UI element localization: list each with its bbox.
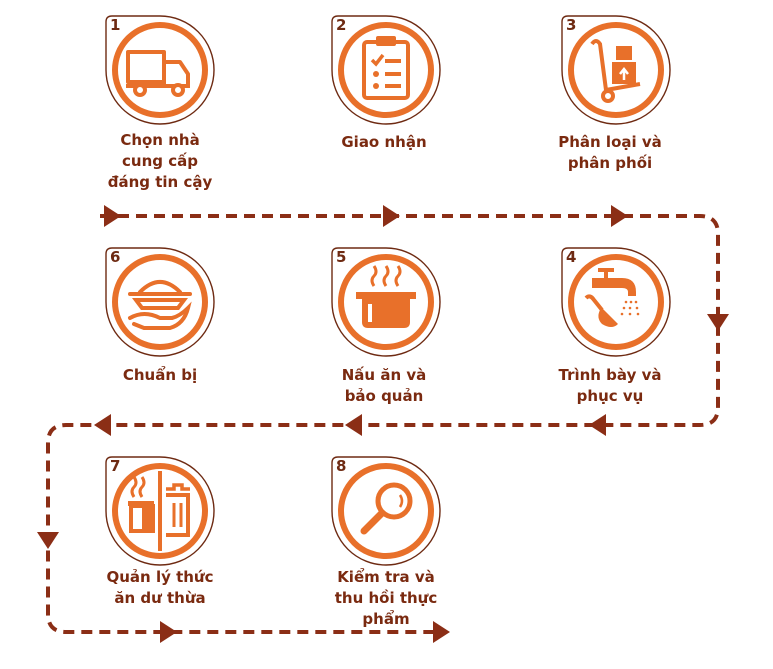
step-4-label: Trình bày và phục vụ: [558, 366, 662, 405]
step-4-presentation-service: 4: [560, 246, 672, 358]
arrow-down-icon: [37, 532, 59, 549]
arrow-right-icon: [383, 205, 400, 227]
step-5-cooking-storage: 5: [330, 246, 442, 358]
clipboard-checklist-icon: [362, 36, 410, 100]
step-7-leftover-management: 7: [104, 455, 216, 567]
magnifier-icon: [360, 482, 413, 535]
step-number: 5: [336, 248, 347, 266]
hand-truck-boxes-icon: [590, 39, 641, 103]
step-8-inspection-recall: 8: [330, 455, 442, 567]
step-1-label: Chọn nhà cung cấp đáng tin cậy: [107, 131, 213, 191]
step-7-label: Quản lý thức ăn dư thừa: [106, 568, 214, 607]
step-number: 1: [110, 16, 121, 34]
arrow-right-icon: [104, 205, 121, 227]
step-number: 4: [566, 248, 577, 266]
step-1-select-supplier: 1: [104, 14, 216, 126]
step-number: 6: [110, 248, 121, 266]
step-2-receiving: 2: [330, 14, 442, 126]
step-number: 3: [566, 16, 577, 34]
serving-dish-hand-icon: [128, 280, 192, 330]
step-2-label: Giao nhận: [341, 133, 427, 151]
step-number: 8: [336, 457, 347, 475]
step-number: 7: [110, 457, 121, 475]
food-waste-bin-icon: [128, 471, 190, 551]
step-8-label: Kiểm tra và thu hồi thực phẩm: [334, 568, 438, 628]
step-3-sorting-distribution: 3: [560, 14, 672, 126]
step-5-label: Nấu ăn và bảo quản: [341, 366, 427, 405]
step-6-label: Chuẩn bị: [122, 366, 198, 384]
arrow-left-icon: [589, 414, 606, 436]
arrow-right-icon: [160, 621, 177, 643]
steaming-pot-icon: [356, 265, 416, 328]
step-3-label: Phân loại và phân phối: [558, 133, 662, 172]
step-6-preparation: 6: [104, 246, 216, 358]
arrow-right-icon: [433, 621, 450, 643]
arrow-left-icon: [345, 414, 362, 436]
arrow-right-icon: [611, 205, 628, 227]
arrow-down-icon: [707, 314, 729, 331]
step-number: 2: [336, 16, 347, 34]
truck-icon: [126, 50, 190, 97]
faucet-knife-icon: [584, 268, 640, 327]
arrow-left-icon: [94, 414, 111, 436]
